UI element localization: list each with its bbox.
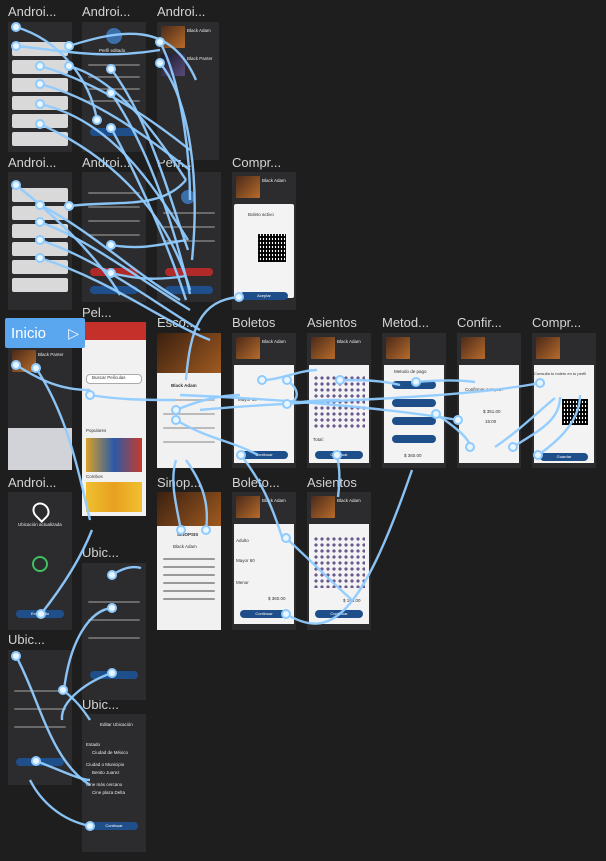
frame-schedule[interactable]: Black Adam [157,333,221,468]
ticket-title: Boleto activo [248,212,274,217]
frame-seats-2[interactable]: Black Adam $ 195.00 Continuar [307,492,371,630]
movie-title: Black Adam [171,383,197,388]
state-label: Estado [86,742,101,747]
frame-title: Boletos [232,315,276,330]
state-select[interactable]: Ciudad de México [92,750,129,755]
ticket-row-label: Adulto [236,538,249,543]
ticket-row-label: Mayor 60 [238,397,257,402]
city-select[interactable]: Benito Juarez [92,770,120,775]
frame-seats[interactable]: Black Adam Total: Continuar [307,333,371,468]
section-combos: Combos [86,474,103,479]
movie-title: Black Adam [173,544,197,549]
movie-name: Black Panter [187,56,213,61]
continue-button[interactable]: Continuar [315,610,363,618]
frame-home[interactable]: Buscar Películas Populares Combos [82,322,146,516]
synopsis-title: SINOPSIS [177,532,199,537]
frame-active-ticket[interactable]: Black Adam Boleto activo Aceptar [232,172,296,310]
confirm-question: Confirmar compra? [465,387,504,392]
continue-button[interactable]: Continuar [240,451,288,459]
search-input[interactable]: Buscar Películas [92,375,126,380]
avatar [106,28,122,44]
seat-grid[interactable] [313,536,365,588]
movie-name: Black Panter [38,352,64,357]
purchase-title: Consulta tu boleto en tu perfil [534,371,587,376]
frame-title: Androi... [8,475,57,490]
qr-code [562,399,588,425]
cinema-label: Cine más cercano [86,782,123,787]
continue-button[interactable]: Continuar [315,451,363,459]
frame-title: Asientos [307,475,357,490]
section-popular: Populares [86,428,107,433]
frame-edit-location-1[interactable] [82,563,146,700]
profile-title: Perfil editado [99,48,126,53]
frame-menu-1[interactable] [8,22,72,152]
frame-title: Boleto... [232,475,280,490]
accept-button[interactable]: Aceptar [240,292,288,300]
frame-purchase-done[interactable]: Consulta tu boleto en tu perfil Guardar [532,333,596,468]
frame-home-keyboard[interactable]: Black Panter [8,330,72,470]
frame-title: Compr... [232,155,282,170]
total-amount: $ 360.00 [268,596,286,601]
frame-title: Androi... [8,155,57,170]
continue-button[interactable]: Continuar [90,822,138,830]
frame-synopsis[interactable]: SINOPSIS Black Adam [157,492,221,630]
save-button[interactable]: Guardar [540,453,588,461]
city-label: Ciudad o Municipio [86,762,125,767]
ticket-row-label: Menor [236,580,249,585]
movie-name: Black Adam [337,339,361,344]
frame-tickets[interactable]: Black Adam Mayor 60 Continuar [232,333,296,468]
frame-profile-edit[interactable] [82,172,146,302]
movie-name: Black Adam [262,339,286,344]
flow-label: Inicio [11,324,47,342]
frame-title: Sinop... [157,475,202,490]
edit-location-title: Editar Ubicación [100,722,133,727]
total-label: Total: [313,437,324,442]
frame-title: Ubic... [8,632,45,647]
frame-location-updated[interactable]: Ubicación actualizada Entendido [8,492,72,630]
movie-name: Black Adam [337,498,361,503]
qr-code [258,234,286,262]
keyboard[interactable] [8,428,72,470]
confirm-time: 15:00 [485,419,497,424]
frame-confirm[interactable]: Confirmar compra? $ 351.00 15:00 [457,333,521,468]
confirm-price: $ 351.00 [483,409,501,414]
frame-title: Androi... [82,155,131,170]
continue-button[interactable]: Continuar [240,610,288,618]
frame-edit-location-3[interactable]: Editar Ubicación Estado Ciudad de México… [82,714,146,852]
frame-title: Pel... [82,305,112,320]
total-amount: $ 360.00 [404,453,422,458]
frame-title: Androi... [82,4,131,19]
cinema-select[interactable]: Cine plaza Delta [92,790,126,795]
location-title: Ubicación actualizada [18,522,62,527]
frame-menu-2[interactable] [8,172,72,310]
frame-title: Esco... [157,315,197,330]
ok-button[interactable]: Entendido [16,610,64,618]
frame-profile-2[interactable] [157,172,221,302]
ticket-row-label: Mayor 60 [236,558,255,563]
movie-name: Black Adam [187,28,211,33]
frame-payment[interactable]: Metodo de pago $ 360.00 [382,333,446,468]
frame-title: Androi... [157,4,206,19]
movie-name: Black Adam [262,178,286,183]
frame-tickets-2[interactable]: Black Adam Adulto Mayor 60 Menor $ 360.0… [232,492,296,630]
play-icon: ▷ [68,324,79,341]
frame-title: Confir... [457,315,502,330]
total-amount: $ 195.00 [343,598,361,603]
frame-profile[interactable]: Perfil editado [82,22,146,152]
frame-title: Compr... [532,315,582,330]
frame-title: Asientos [307,315,357,330]
movie-name: Black Adam [262,498,286,503]
payment-title: Metodo de pago [394,369,427,374]
frame-title: Ubic... [82,545,119,560]
frame-movie-list[interactable]: Black Adam Black Panter [157,22,219,160]
flow-start-badge[interactable]: Inicio ▷ [5,318,85,348]
seat-grid[interactable] [313,375,365,429]
frame-title: Metod... [382,315,429,330]
frame-edit-location-2[interactable] [8,650,72,785]
frame-title: Androi... [8,4,57,19]
